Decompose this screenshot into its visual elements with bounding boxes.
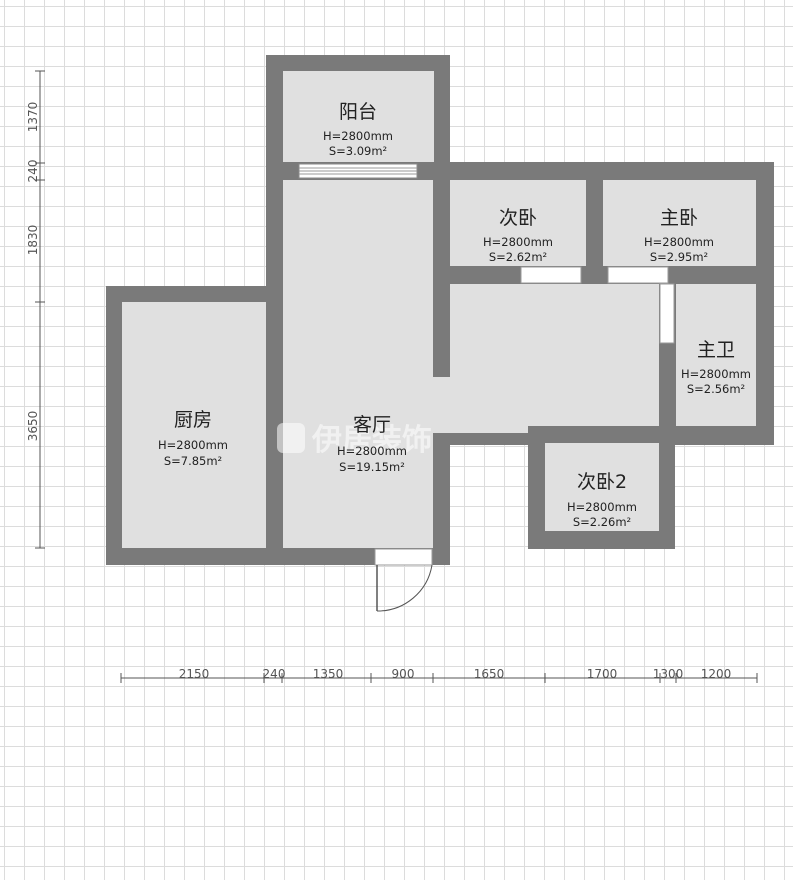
- balcony-area: S=3.09m²: [329, 144, 387, 158]
- kitchen-name: 厨房: [174, 409, 212, 431]
- bedroom-b-name: 次卧2: [577, 471, 627, 493]
- floor-bedroom-a: [450, 180, 586, 266]
- floor-master-bath: [676, 284, 756, 426]
- kitchen-area: S=7.85m²: [164, 454, 222, 468]
- door-bedroom-a: [520, 266, 582, 284]
- dim-v-3: 1830: [26, 225, 40, 256]
- master-bath-height: H=2800mm: [681, 367, 751, 381]
- floor-master-bedroom: [603, 180, 756, 266]
- watermark-text: 伊居装饰: [311, 423, 432, 458]
- floor-living: [283, 180, 433, 548]
- dimension-vertical-labels: 1370 240 1830 3650: [26, 102, 40, 442]
- living-height: H=2800mm: [337, 444, 407, 458]
- room-floors: [122, 71, 756, 548]
- floor-corridor-upper: [450, 284, 659, 426]
- dim-h-8: 1200: [701, 667, 732, 681]
- master-bedroom-height: H=2800mm: [644, 235, 714, 249]
- dim-h-6: 1700: [587, 667, 618, 681]
- bedroom-b-height: H=2800mm: [567, 500, 637, 514]
- master-bedroom-name: 主卧: [660, 207, 698, 229]
- dim-v-2: 240: [26, 160, 40, 183]
- balcony-window: [298, 163, 418, 179]
- master-bath-name: 主卫: [697, 339, 735, 361]
- bedroom-a-area: S=2.62m²: [489, 250, 547, 264]
- master-bedroom-area: S=2.95m²: [650, 250, 708, 264]
- watermark: 伊居装饰: [277, 423, 432, 458]
- dim-h-7: 1300: [653, 667, 684, 681]
- dim-h-1: 2150: [179, 667, 210, 681]
- dim-h-4: 900: [392, 667, 415, 681]
- floor-balcony: [283, 71, 434, 162]
- entrance-door: [374, 548, 433, 612]
- master-bath-area: S=2.56m²: [687, 382, 745, 396]
- bedroom-b-area: S=2.26m²: [573, 515, 631, 529]
- door-master-bedroom: [607, 266, 669, 284]
- bedroom-a-height: H=2800mm: [483, 235, 553, 249]
- door-openings: [520, 266, 675, 344]
- room-labels: 阳台 H=2800mm S=3.09m² 次卧 H=2800mm S=2.62m…: [158, 101, 751, 529]
- dimension-vertical: [35, 70, 45, 549]
- dim-h-5: 1650: [474, 667, 505, 681]
- kitchen-height: H=2800mm: [158, 438, 228, 452]
- living-name: 客厅: [353, 414, 391, 436]
- living-area: S=19.15m²: [339, 460, 405, 474]
- dimension-horizontal-labels: 2150 240 1350 900 1650 1700 1300 1200: [179, 667, 732, 681]
- bedroom-a-name: 次卧: [499, 207, 537, 229]
- dim-h-2: 240: [263, 667, 286, 681]
- floor-kitchen: [122, 302, 266, 548]
- dimension-horizontal: [120, 673, 758, 683]
- door-master-bath: [659, 283, 675, 344]
- dim-v-1: 1370: [26, 102, 40, 133]
- floor-bedroom-b: [545, 443, 659, 531]
- floor-corridor-link: [433, 426, 528, 433]
- balcony-name: 阳台: [339, 101, 377, 123]
- balcony-height: H=2800mm: [323, 129, 393, 143]
- dim-h-3: 1350: [313, 667, 344, 681]
- dim-v-4: 3650: [26, 411, 40, 442]
